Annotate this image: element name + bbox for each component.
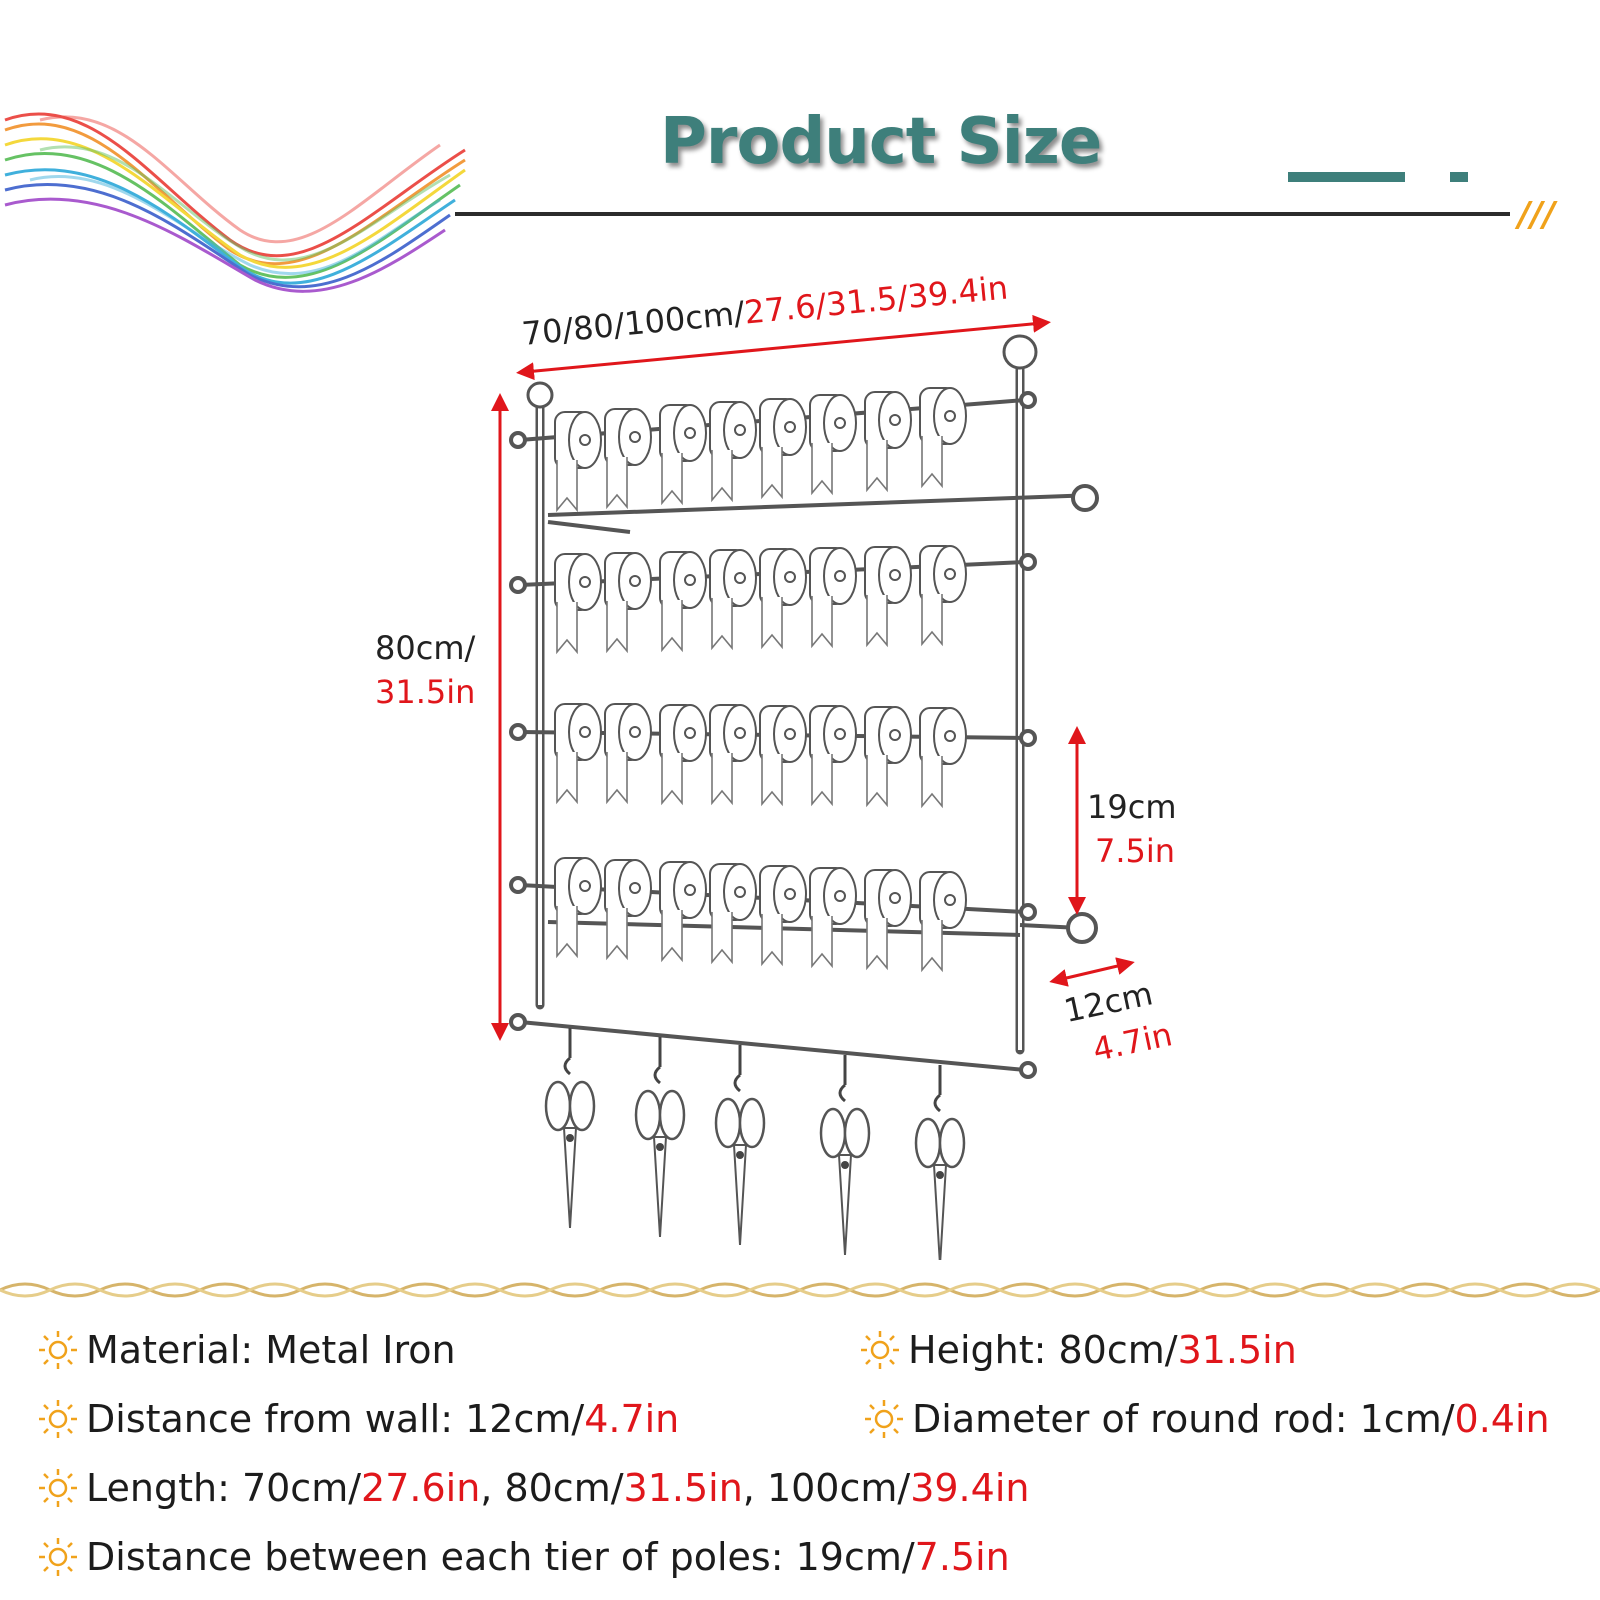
page-title: Product Size xyxy=(660,105,1102,179)
spec-rod-diameter: Diameter of round rod: 1cm/0.4in xyxy=(862,1397,1550,1441)
rainbow-wave-graphic xyxy=(4,112,466,293)
sun-icon xyxy=(39,1469,77,1507)
accent-bar xyxy=(1288,172,1405,182)
spec-tier-distance: Distance between each tier of poles: 19c… xyxy=(36,1535,1010,1579)
width-arrow xyxy=(516,314,1051,381)
sun-icon xyxy=(865,1400,903,1438)
spec-material: Material: Metal Iron xyxy=(36,1328,456,1372)
chain-divider xyxy=(0,1282,1600,1298)
accent-dot xyxy=(1450,172,1468,182)
sun-icon xyxy=(39,1400,77,1438)
height-dimension-label: 80cm/ 31.5in xyxy=(375,629,476,711)
header-divider xyxy=(455,212,1510,216)
spec-length: Length: 70cm/27.6in, 80cm/31.5in, 100cm/… xyxy=(36,1466,1029,1510)
slash-mark: /// xyxy=(1518,195,1556,235)
spec-height: Height: 80cm/31.5in xyxy=(858,1328,1297,1372)
sun-icon xyxy=(39,1331,77,1369)
spec-distance-from-wall: Distance from wall: 12cm/4.7in xyxy=(36,1397,679,1441)
sun-icon xyxy=(861,1331,899,1369)
tier-dimension-label: 19cm 7.5in xyxy=(1087,788,1177,870)
depth-arrow xyxy=(1049,957,1135,987)
sun-icon xyxy=(39,1538,77,1576)
